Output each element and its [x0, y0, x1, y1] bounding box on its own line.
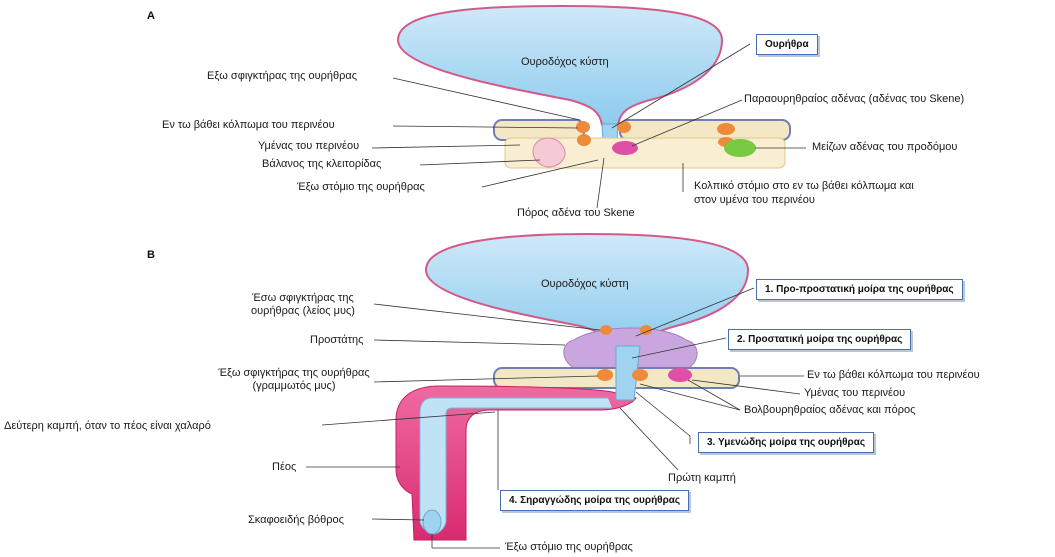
label-prostate: Προστάτης [310, 334, 363, 347]
label-external-orifice-a: Έξω στόμιο της ουρήθρας [297, 181, 425, 194]
panel-a-letter: A [147, 10, 155, 22]
label-bulbourethral-gland: Βολβουρηθραίος αδένας και πόρος [744, 404, 915, 417]
label-navicular-fossa: Σκαφοειδής βόθρος [248, 514, 344, 527]
perineal-membrane-a-left [494, 120, 584, 140]
sphincter-a-right [617, 121, 631, 133]
bladder-b-label: Ουροδόχος κύστη [541, 278, 629, 290]
box-preprostatic: 1. Προ-προστατική μοίρα της ουρήθρας [756, 279, 963, 300]
panel-b-letter: B [147, 249, 155, 261]
label-internal-sphincter-line1: Έσω σφιγκτήρας της [228, 292, 378, 305]
bladder-a-label: Ουροδόχος κύστη [521, 56, 609, 68]
label-perineal-membrane-a: Υμένας του περινέου [258, 140, 359, 153]
label-external-sphincter-a: Εξω σφιγκτήρας της ουρήθρας [207, 70, 357, 83]
label-deep-pouch-b: Εν τω βάθει κόλπωμα του περινέου [807, 369, 980, 382]
sphincter-b-int-l [600, 325, 612, 335]
sphincter-a-left [576, 121, 590, 133]
box-membranous: 3. Υμενώδης μοίρα της ουρήθρας [698, 432, 874, 453]
label-paraurethral-gland: Παραουρηθραίος αδένας (αδένας του Skene) [744, 93, 964, 106]
label-penis: Πέος [272, 461, 296, 474]
label-vaginal-orifice-line2: στον υμένα του περινέου [694, 194, 815, 207]
navicular-fossa [423, 510, 441, 534]
label-external-orifice-b: Έξω στόμιο της ουρήθρας [505, 541, 633, 554]
urethra-box-a: Ουρήθρα [756, 34, 818, 55]
label-deep-pouch-a: Εν τω βάθει κόλπωμα του περινέου [162, 119, 335, 132]
label-perineal-membrane-b: Υμένας του περινέου [804, 387, 905, 400]
label-second-curve: Δεύτερη καμπή, όταν το πέος είναι χαλαρό [4, 420, 211, 433]
label-external-sphincter-b-line2: (γραμμωτός μυς) [204, 380, 384, 393]
greater-vestibular-gland-a [724, 139, 756, 157]
label-greater-vestibular-gland: Μείζων αδένας του προδόμου [812, 141, 957, 154]
label-glans-clitoris: Βάλανος της κλειτορίδας [262, 158, 381, 171]
label-external-sphincter-b-line1: Έξω σφιγκτήρας της ουρήθρας [204, 367, 384, 380]
label-vaginal-orifice-line1: Κολπικό στόμιο στο εν τω βάθει κόλπωμα κ… [694, 180, 914, 193]
glans-clitoris-a [533, 138, 565, 167]
sphincter-a-far [717, 123, 735, 135]
label-first-curve: Πρώτη καμπή [668, 472, 736, 485]
box-spongy: 4. Σηραγγώδης μοίρα της ουρήθρας [500, 490, 689, 511]
box-prostatic: 2. Προστατική μοίρα της ουρήθρας [728, 329, 911, 350]
label-internal-sphincter-line2: ουρήθρας (λείος μυς) [228, 305, 378, 318]
sphincter-a-left2 [577, 134, 591, 146]
perineal-membrane-a-right [620, 120, 790, 140]
bladder-b-shape [426, 234, 748, 348]
sphincter-b-ext-l [597, 369, 613, 381]
skene-gland-a [612, 141, 638, 155]
sphincter-b-ext-r [632, 369, 648, 381]
label-skene-duct: Πόρος αδένα του Skene [517, 207, 635, 220]
